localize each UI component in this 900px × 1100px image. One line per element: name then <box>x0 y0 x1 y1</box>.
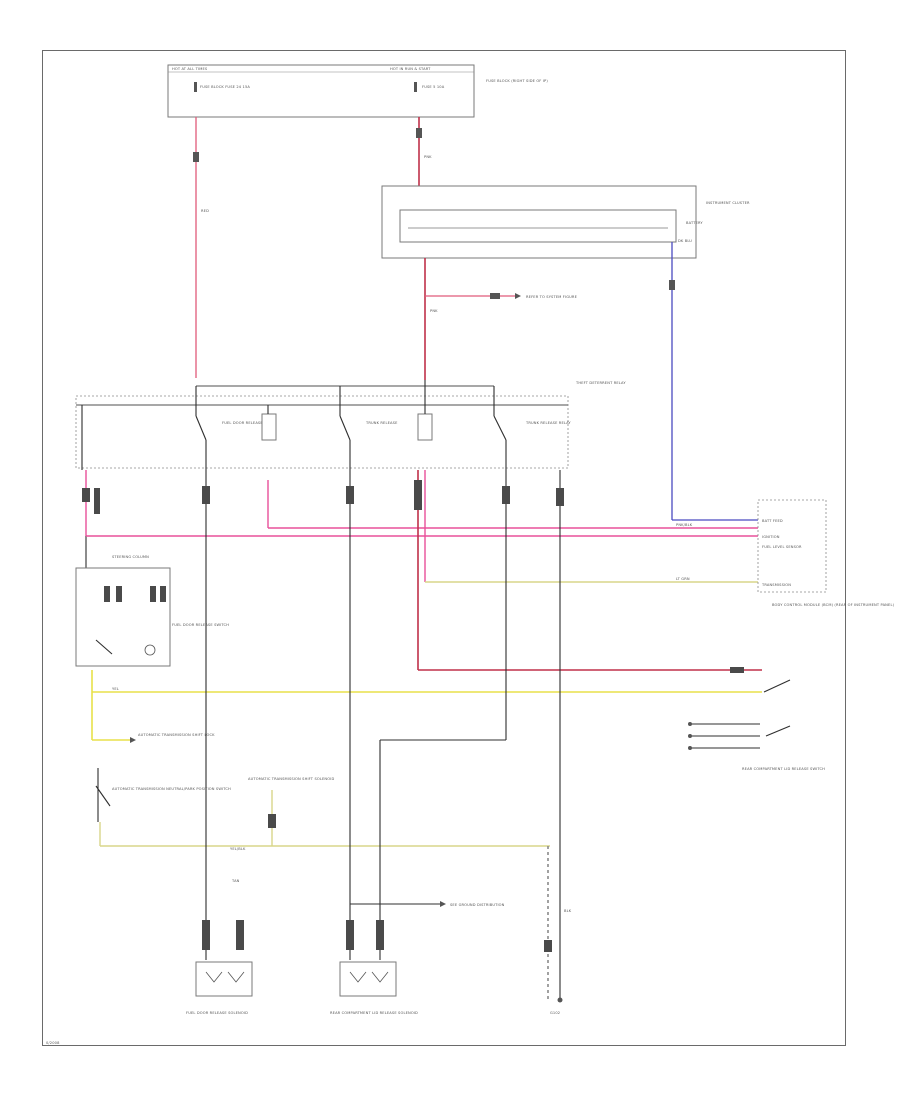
right-label-r4: TRANSMISSION <box>761 583 791 587</box>
theft-relay-box: THEFT DETERRENT RELAY FUEL DOOR RELEASE … <box>75 380 626 470</box>
rear-lid-switch-label: REAR COMPARTMENT LID RELEASE SWITCH <box>742 767 825 771</box>
wire-code-w3: PNK <box>430 309 438 313</box>
relay-label-b: TRUNK RELEASE <box>365 421 398 425</box>
steering-column-box: STEERING COLUMN FUEL DOOR RELEASE SWITCH <box>75 555 229 667</box>
fuse-left-label: FUSE BLOCK FUSE 24 15A <box>200 85 250 89</box>
shift-solenoid-label: AUTOMATIC TRANSMISSION SHIFT SOLENOID <box>248 777 334 781</box>
relay-box-title: THEFT DETERRENT RELAY <box>575 381 626 385</box>
right-label-r5: BODY CONTROL MODULE (BCM) (REAR OF INSTR… <box>772 603 895 607</box>
wire-code-w8: LT GRN <box>676 577 690 581</box>
ground-symbol: G102 <box>544 940 563 1015</box>
relay-label-a: FUEL DOOR RELEASE <box>222 421 263 425</box>
wire-code-w9: TAN <box>231 879 240 883</box>
rear-lid-solenoid: REAR COMPARTMENT LID RELEASE SOLENOID <box>330 920 418 1015</box>
right-label-r3: FUEL LEVEL SENSOR <box>762 545 802 549</box>
right-label-r2: IGNITION <box>762 535 780 539</box>
relay-label-c: TRUNK RELEASE RELAY <box>525 421 571 425</box>
right-connector-block: BATT FEED IGNITION FUEL LEVEL SENSOR TRA… <box>757 499 895 607</box>
shift-lock-label: AUTOMATIC TRANSMISSION SHIFT LOCK <box>138 733 215 737</box>
fuel-door-solenoid-label: FUEL DOOR RELEASE SOLENOID <box>186 1011 248 1015</box>
ref-label: REFER TO SYSTEM FIGURE <box>526 295 578 299</box>
wire-code-w1: RED <box>201 209 209 213</box>
ground-label: G102 <box>550 1011 560 1015</box>
np-switch-label: AUTOMATIC TRANSMISSION NEUTRAL/PARK POSI… <box>112 787 231 791</box>
fuel-door-switch-label: FUEL DOOR RELEASE SWITCH <box>172 623 229 627</box>
steering-column-label: STEERING COLUMN <box>112 555 149 559</box>
right-label-r1: BATT FEED <box>762 519 783 523</box>
rear-lid-solenoid-label: REAR COMPARTMENT LID RELEASE SOLENOID <box>330 1011 418 1015</box>
fuse-block-header-right: HOT IN RUN & START <box>390 67 431 71</box>
cluster-title: INSTRUMENT CLUSTER <box>706 201 750 205</box>
footer-label: 0/2008 <box>46 1041 60 1045</box>
ground-dist-label: SEE GROUND DISTRIBUTION <box>450 903 505 907</box>
diagram-frame <box>42 50 846 1046</box>
wire-code-w10: BLK <box>564 909 572 913</box>
fuse-right-label: FUSE 5 10A <box>422 85 445 89</box>
fuse-block: HOT AT ALL TIMES HOT IN RUN & START FUSE… <box>167 64 548 118</box>
fuse-block-header-left: HOT AT ALL TIMES <box>172 67 208 71</box>
cluster-inner-label: BATTERY <box>686 221 703 225</box>
fuel-door-solenoid: FUEL DOOR RELEASE SOLENOID <box>186 920 253 1015</box>
instrument-cluster: BATTERY INSTRUMENT CLUSTER <box>381 185 750 259</box>
wire-code-w4: PNK/BLK <box>676 523 693 527</box>
wire-code-w7: YEL/BLK <box>230 847 246 851</box>
wire-code-w2: PNK <box>424 155 432 159</box>
fuse-block-title: FUSE BLOCK (RIGHT SIDE OF IP) <box>486 79 548 83</box>
wire-code-w6: DK BLU <box>678 239 692 243</box>
wire-code-w5: YEL <box>112 687 119 691</box>
